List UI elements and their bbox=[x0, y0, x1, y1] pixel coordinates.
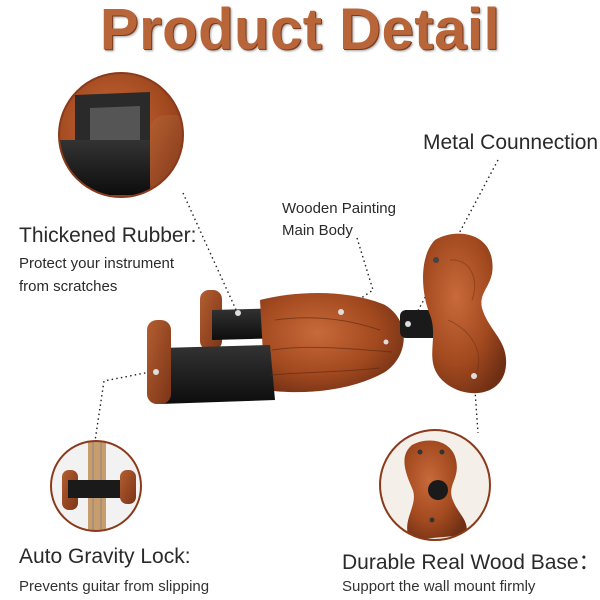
rubber-desc-line1: Protect your instrument bbox=[19, 255, 175, 272]
rubber-closeup-circle bbox=[58, 72, 184, 198]
page-title: Product Detail bbox=[99, 0, 501, 62]
gravity-lock-circle bbox=[50, 440, 142, 532]
wooden-body-label-line1: Wooden Painting bbox=[282, 200, 396, 217]
wooden-body-label-line2: Main Body bbox=[282, 222, 353, 239]
base-closeup-circle bbox=[379, 429, 491, 541]
wood-base-title: Durable Real Wood Base： bbox=[342, 551, 600, 574]
wood-base bbox=[423, 233, 507, 394]
metal-connection-label: Metal Counnection bbox=[423, 131, 599, 154]
rubber-title: Thickened Rubber: bbox=[19, 224, 197, 247]
gravity-lock-title: Auto Gravity Lock: bbox=[19, 545, 191, 568]
wood-base-desc: Support the wall mount firmly bbox=[342, 578, 536, 595]
gravity-lock-desc: Prevents guitar from slipping bbox=[19, 578, 210, 595]
rubber-desc-line2: from scratches bbox=[19, 278, 118, 295]
hanger-main bbox=[147, 290, 448, 404]
